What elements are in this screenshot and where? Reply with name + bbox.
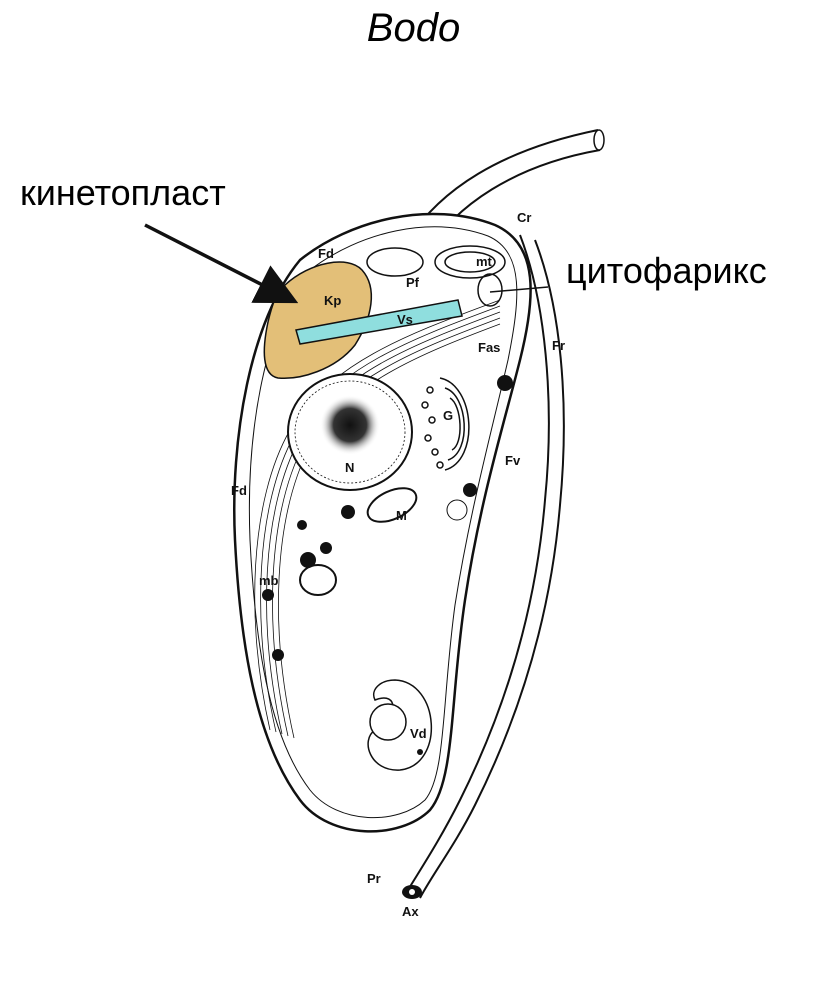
label-fas: Fas [478,340,500,355]
label-vd: Vd [410,726,427,741]
label-pf: Pf [406,275,420,290]
label-vs: Vs [397,312,413,327]
label-fd: Fd [318,246,334,261]
label-kp: Kp [324,293,341,308]
label-cr: Cr [517,210,531,225]
label-mt: mt [476,254,493,269]
label-mb: mb [259,573,279,588]
light-vesicle [447,500,467,520]
label-m: M [396,508,407,523]
label-g: G [443,408,453,423]
kinetoplast-arrow [145,225,292,300]
label-fd2: Fd [231,483,247,498]
label-fr: Fr [552,338,565,353]
label-ax: Ax [402,904,419,919]
label-fv: Fv [505,453,521,468]
label-n: N [345,460,354,475]
label-pr: Pr [367,871,381,886]
